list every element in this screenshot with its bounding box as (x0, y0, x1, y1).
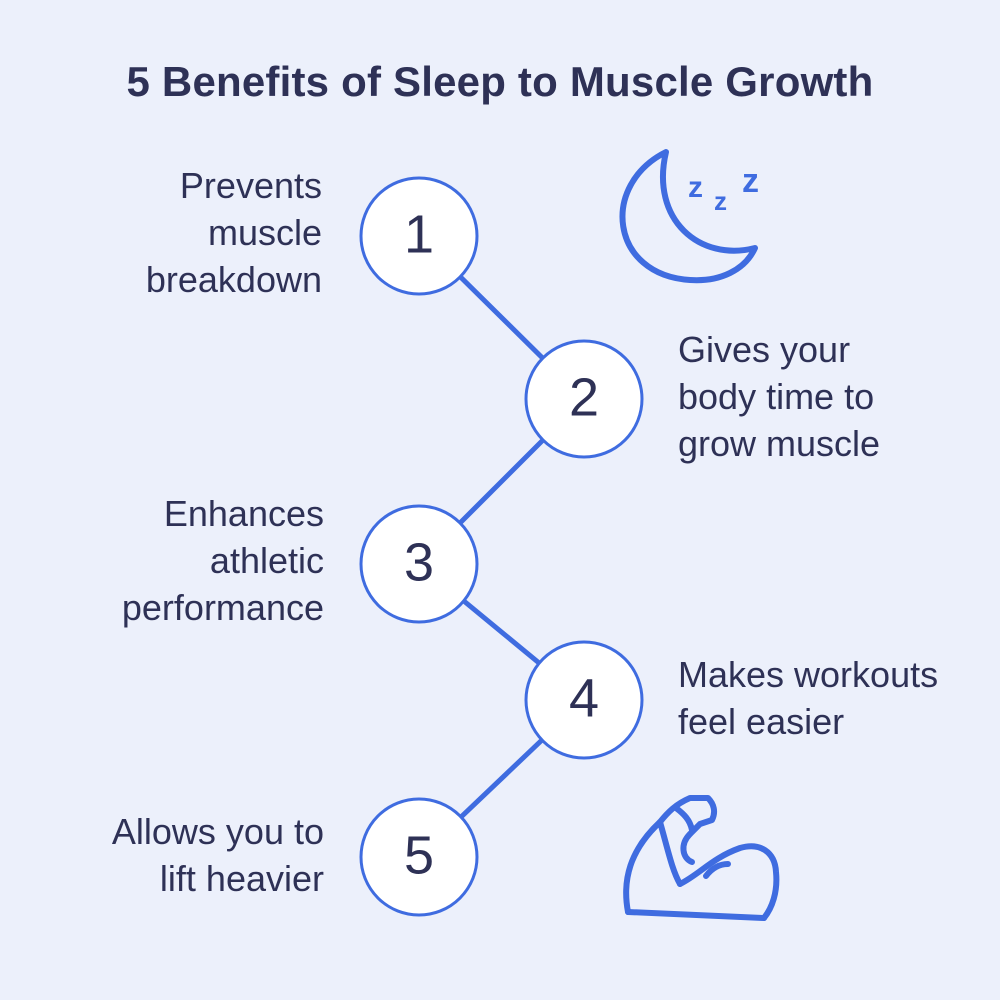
step-circle (524, 339, 644, 459)
step-4-label: Makes workouts feel easier (678, 654, 939, 742)
step-circle (359, 176, 479, 296)
moon-sleep-icon: z z z (619, 149, 759, 284)
step-1-label: Prevents muscle breakdown (145, 165, 322, 300)
step-circle (359, 504, 479, 624)
step-2-label: Gives your body time to grow muscle (678, 329, 881, 464)
step-3: 3 (359, 504, 479, 624)
step-3-label: Enhances athletic performance (121, 493, 324, 628)
step-5: 5 (359, 797, 479, 917)
step-circle (524, 640, 644, 760)
step-4: 4 (524, 640, 644, 760)
sleep-letter: z (742, 162, 759, 200)
sleep-letter: z (714, 186, 727, 216)
step-number: 2 (569, 367, 599, 427)
step-5-label: Allows you to lift heavier (111, 811, 324, 899)
step-number: 5 (404, 825, 434, 885)
sleep-letter: z (688, 171, 703, 204)
page-title: 5 Benefits of Sleep to Muscle Growth (126, 58, 874, 105)
step-number: 1 (404, 204, 434, 264)
step-1: 1 (359, 176, 479, 296)
step-number: 3 (404, 532, 434, 592)
moon-icon (619, 149, 758, 284)
flexed-bicep-icon (623, 795, 780, 921)
step-number: 4 (569, 668, 599, 728)
step-circle (359, 797, 479, 917)
step-2: 2 (524, 339, 644, 459)
